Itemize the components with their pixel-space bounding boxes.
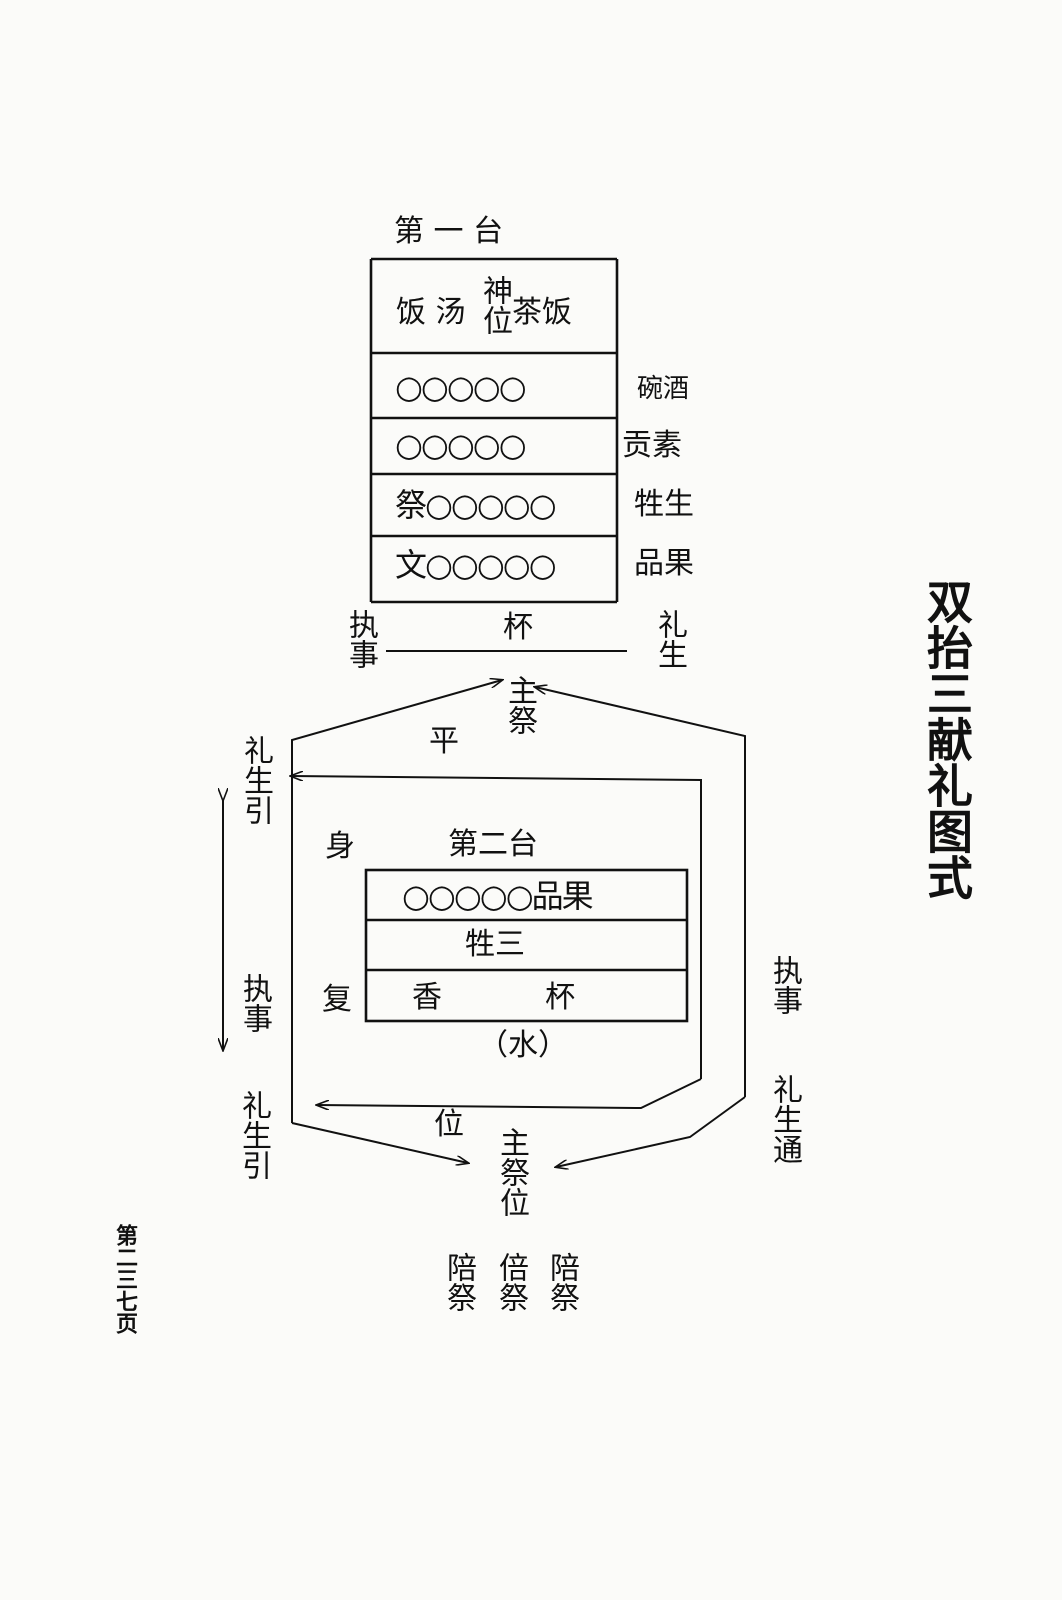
table1-row4-content: 文○○○○○ <box>395 546 557 584</box>
cup-row-right: 礼生 <box>652 609 687 669</box>
table1-row1-side: 碗酒 <box>637 374 690 404</box>
cup-row-left: 执事 <box>343 609 378 669</box>
table2-below: （水） <box>478 1028 568 1063</box>
table2-row2: 牲三 <box>465 927 525 962</box>
page-number: 第二三七页 <box>112 1224 137 1334</box>
route-left-up <box>291 680 502 1123</box>
left-top-label: 礼生引 <box>238 735 273 825</box>
table1-row0-left: 饭 汤 <box>396 295 466 330</box>
fu-label: 复 <box>322 982 352 1017</box>
attendant-1: 陪祭 <box>441 1252 476 1312</box>
table1-row3-side: 牲生 <box>634 487 694 522</box>
ping-label: 平 <box>429 724 459 759</box>
route-inner-top <box>291 776 702 1079</box>
table2-frame <box>364 868 689 1023</box>
wei-label: 位 <box>434 1107 464 1142</box>
attendant-2: 倍祭 <box>493 1252 528 1312</box>
left-mid-label: 执事 <box>237 973 272 1033</box>
table1-row3-content: 祭○○○○○ <box>395 486 557 524</box>
table1-row1-content: ○○○○○ <box>395 368 527 406</box>
cup-row-center: 杯 <box>503 610 533 645</box>
route-right-down <box>556 1096 746 1167</box>
left-bottom-label: 礼生引 <box>236 1090 271 1180</box>
table2-row1: ○○○○○品果 <box>402 877 594 915</box>
route-right-up <box>535 687 746 1097</box>
diagram-title: 双抬三献礼图式 <box>920 578 974 900</box>
right-mid-label: 执事 <box>767 955 802 1015</box>
main-celebrant-top: 主祭 <box>502 675 537 735</box>
attendant-3: 陪祭 <box>544 1252 579 1312</box>
table1-row0-center: 神位 <box>477 275 512 335</box>
table1-row4-side: 品果 <box>634 546 694 581</box>
route-left-down <box>291 1122 468 1163</box>
route-inner-bottom <box>317 1078 702 1108</box>
table1-row2-side: 贡素 <box>622 428 682 463</box>
table2-caption: 第二台 <box>448 827 538 862</box>
table1-row2-content: ○○○○○ <box>395 426 527 464</box>
table2-row3: 香 杯 <box>412 980 604 1015</box>
table1-caption: 第 一 台 <box>394 214 504 249</box>
table1-frame <box>369 257 619 604</box>
right-bottom-label: 礼生通 <box>767 1074 802 1164</box>
shen-label: 身 <box>325 829 355 864</box>
main-celebrant-bottom: 主祭位 <box>494 1127 529 1217</box>
table1-row0-right: 茶饭 <box>512 295 572 330</box>
